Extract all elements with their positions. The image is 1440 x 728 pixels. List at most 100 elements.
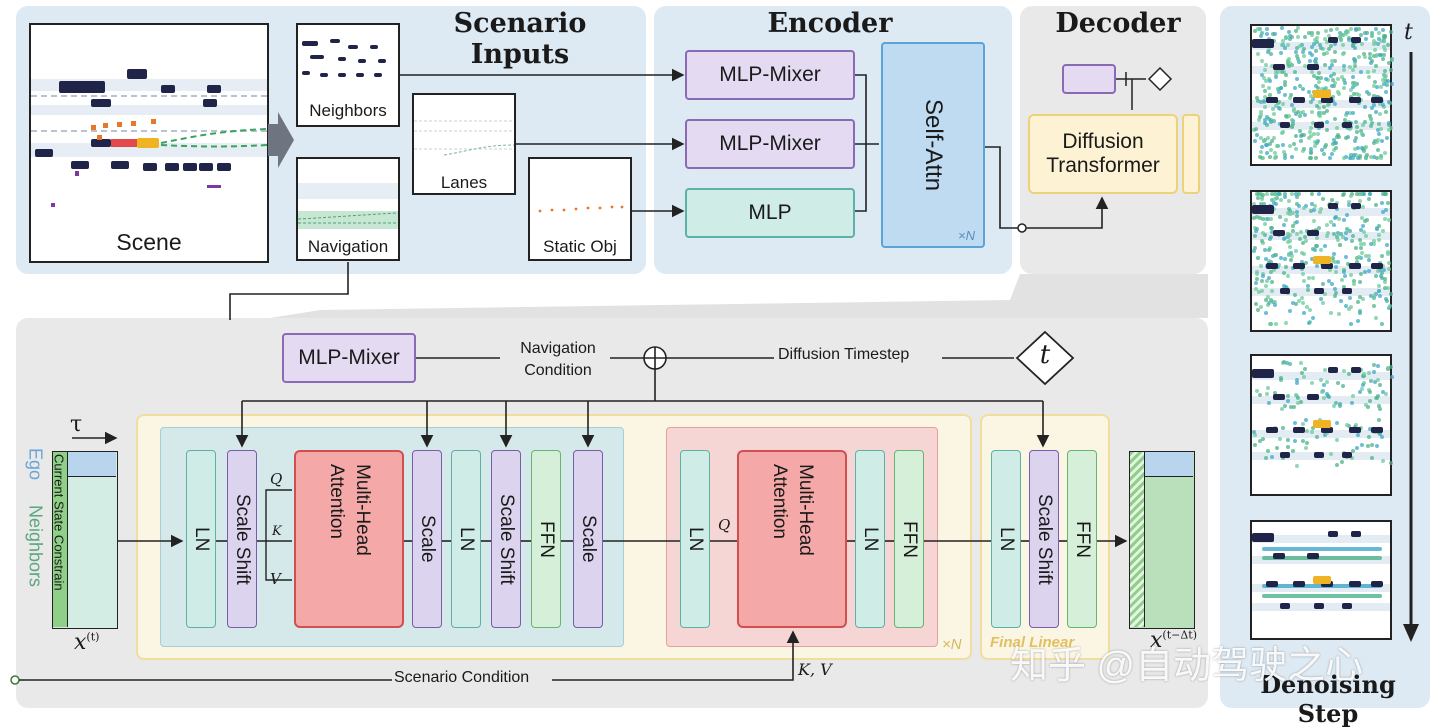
denoise-vehicle [1252,205,1274,215]
denoise-frame-1 [1250,24,1394,166]
denoise-vehicle [1307,553,1320,560]
denoise-vehicle [1314,288,1325,295]
denoise-sample [1280,39,1285,44]
denoise-sample [1253,225,1258,230]
denoise-sample [1309,125,1314,130]
denoise-vehicle [1321,427,1333,434]
denoise-sample [1295,395,1300,400]
denoise-sample [1337,216,1342,221]
denoise-sample [1288,144,1293,149]
denoise-sample [1339,31,1344,36]
denoise-sample [1252,432,1257,437]
denoise-sample [1331,84,1336,88]
denoise-sample [1359,131,1364,136]
denoise-sample [1307,31,1312,36]
denoise-sample [1310,32,1315,37]
denoise-sample [1371,42,1376,47]
denoise-sample [1255,52,1260,57]
denoise-sample [1367,192,1372,196]
denoise-sample [1311,207,1316,212]
denoise-sample [1339,74,1344,79]
denoise-sample [1331,148,1336,153]
denoise-sample [1309,208,1314,213]
denoise-sample [1376,128,1381,133]
denoise-sample [1371,369,1376,374]
denoise-sample [1282,150,1287,155]
denoise-sample [1317,192,1322,196]
denoise-sample [1323,243,1328,248]
denoise-sample [1329,451,1334,456]
denoise-sample [1348,65,1353,70]
denoise-vehicle [1252,533,1274,543]
denoise-sample [1313,57,1318,62]
denoise-sample [1352,60,1357,65]
denoise-vehicle [1293,97,1306,104]
denoise-sample [1345,262,1350,267]
x-out-label: x(t−Δt) [1150,628,1198,653]
denoise-sample [1278,85,1283,90]
denoise-sample [1288,96,1293,101]
denoise-sample [1279,42,1284,47]
denoise-sample [1314,236,1319,241]
denoise-sample [1266,300,1271,305]
denoise-sample [1293,301,1298,306]
denoise-sample [1292,69,1297,74]
denoise-sample [1331,222,1336,227]
denoise-sample [1333,270,1338,275]
denoise-sample [1387,61,1392,66]
denoise-sample [1319,390,1324,395]
denoise-ego-vehicle [1312,256,1331,265]
denoise-sample [1262,75,1267,80]
denoise-vehicle [1370,581,1383,588]
time-axis-arrow-icon [1403,52,1419,642]
denoise-sample [1309,99,1314,104]
self-attn-label: Self-Attn [920,98,947,192]
denoise-sample [1294,213,1299,218]
denoise-sample [1386,200,1391,205]
denoise-sample [1336,237,1341,242]
denoise-sample [1303,445,1308,450]
denoise-sample [1376,132,1381,137]
denoise-sample [1342,80,1347,85]
denoise-sample [1377,102,1382,107]
denoise-sample [1291,223,1296,228]
denoise-sample [1358,308,1363,313]
denoise-sample [1277,192,1282,196]
denoise-sample [1283,265,1288,270]
denoise-sample [1380,56,1385,61]
denoise-sample [1260,278,1265,283]
denoise-sample [1366,443,1371,448]
denoise-sample [1257,27,1262,32]
denoise-sample [1293,192,1298,196]
denoise-sample [1332,49,1337,54]
denoise-sample [1271,201,1276,206]
denoise-sample [1289,192,1294,196]
denoise-sample [1294,53,1299,58]
denoise-sample [1355,145,1360,150]
denoise-sample [1358,97,1363,102]
denoise-vehicle [1293,263,1306,270]
denoise-sample [1322,432,1327,437]
denoise-sample [1349,305,1354,310]
denoise-sample [1296,57,1301,62]
denoise-sample [1312,219,1317,223]
denoise-sample [1273,75,1278,80]
denoise-sample [1267,322,1272,326]
denoise-vehicle [1348,97,1361,104]
denoise-sample [1294,202,1299,207]
denoise-sample [1261,437,1266,442]
denoise-sample [1324,50,1329,55]
denoise-sample [1269,230,1274,235]
denoise-sample [1388,364,1393,369]
denoise-sample [1300,296,1305,301]
denoise-sample [1386,218,1391,223]
denoise-sample [1294,377,1299,382]
denoise-sample [1319,147,1324,152]
denoise-sample [1315,141,1320,146]
denoise-sample [1322,151,1327,156]
denoise-sample [1310,381,1315,386]
denoise-sample [1283,72,1288,77]
denoise-sample [1299,267,1304,272]
denoise-sample [1300,149,1305,154]
denoise-sample [1254,277,1259,282]
